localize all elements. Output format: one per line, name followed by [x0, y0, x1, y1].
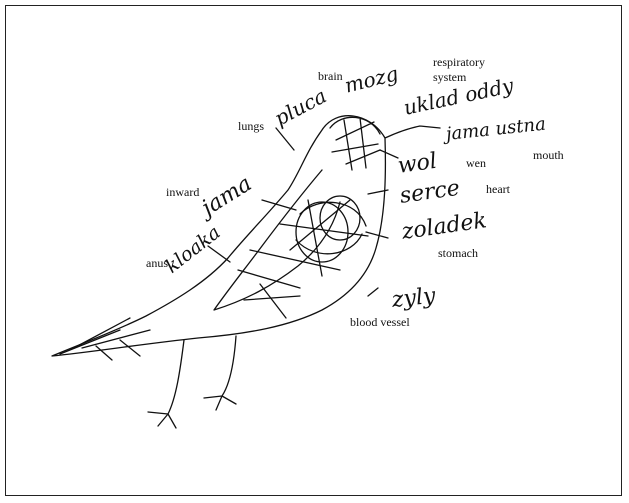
label-brain: brain: [318, 70, 343, 83]
right-leg: [204, 336, 236, 410]
label-system: system: [433, 71, 466, 84]
handwriting-blood-vessel: zyly: [391, 284, 437, 313]
label-wen: wen: [466, 157, 486, 170]
label-blood-vessel: blood vessel: [350, 316, 410, 329]
label-heart: heart: [486, 183, 510, 196]
label-stomach: stomach: [438, 247, 478, 260]
label-mouth: mouth: [533, 149, 564, 162]
label-respiratory: respiratory: [433, 56, 485, 69]
left-leg: [148, 340, 184, 428]
organ-scribble: [238, 200, 368, 318]
label-inward: inward: [166, 186, 199, 199]
head-scribble: [330, 117, 380, 170]
label-lungs: lungs: [238, 120, 264, 133]
